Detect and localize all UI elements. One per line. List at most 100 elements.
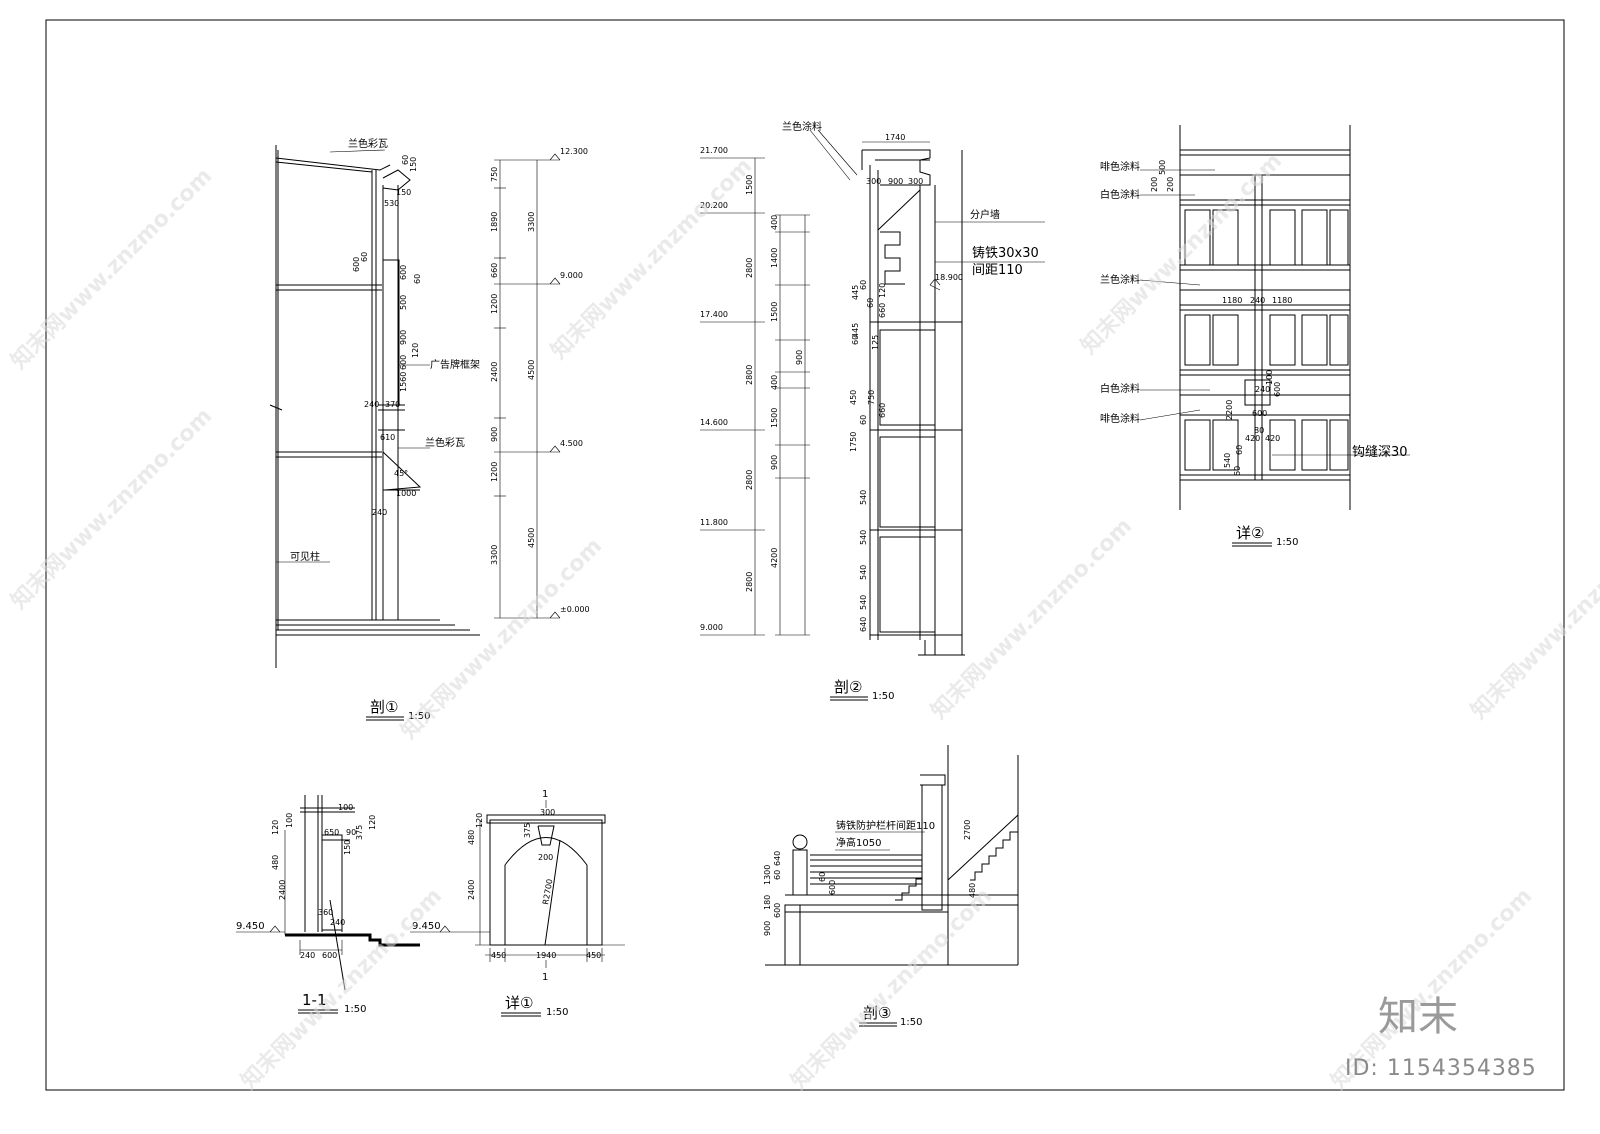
svg-text:1560: 1560 bbox=[399, 372, 408, 392]
svg-text:1200: 1200 bbox=[490, 462, 499, 482]
svg-text:600: 600 bbox=[322, 951, 337, 960]
section-1-drawing bbox=[269, 145, 480, 668]
svg-text:600: 600 bbox=[828, 880, 837, 895]
svg-text:60: 60 bbox=[360, 252, 369, 262]
section-1-scale: 1:50 bbox=[408, 711, 430, 722]
svg-text:2400: 2400 bbox=[278, 880, 287, 900]
svg-text:420: 420 bbox=[1245, 434, 1260, 443]
watermark-text: 知末网www.znzmo.com bbox=[6, 163, 217, 374]
detail-2-drawing bbox=[1139, 125, 1410, 510]
label-spacing: 间距110 bbox=[972, 263, 1023, 278]
svg-text:1: 1 bbox=[542, 789, 548, 800]
svg-text:2800: 2800 bbox=[745, 365, 754, 385]
svg-text:100: 100 bbox=[1265, 370, 1274, 385]
label-white-paint-1: 白色涂料 bbox=[1100, 188, 1140, 201]
label-roof-tile-top: 兰色彩瓦 bbox=[348, 137, 388, 150]
svg-text:150: 150 bbox=[343, 840, 352, 855]
svg-text:14.600: 14.600 bbox=[700, 418, 728, 427]
svg-text:2800: 2800 bbox=[745, 470, 754, 490]
detail-2-title: 详② 1:50 bbox=[1232, 524, 1298, 548]
watermark-text: 知末网www.znzmo.com bbox=[236, 883, 447, 1094]
svg-text:120: 120 bbox=[271, 820, 280, 835]
svg-text:80: 80 bbox=[1254, 426, 1264, 435]
section-3-dims: 2700 1300 640 60 60 600 180 600 900 480 bbox=[763, 820, 977, 936]
section-1-1-drawing bbox=[236, 795, 420, 991]
svg-text:660: 660 bbox=[878, 303, 887, 318]
svg-text:1500: 1500 bbox=[770, 302, 779, 322]
svg-text:60: 60 bbox=[866, 298, 875, 308]
svg-text:60: 60 bbox=[413, 274, 422, 284]
svg-text:660: 660 bbox=[490, 263, 499, 278]
sheet-border bbox=[45, 19, 1565, 1091]
svg-text:3300: 3300 bbox=[527, 212, 536, 232]
svg-text:3300: 3300 bbox=[490, 545, 499, 565]
svg-text:21.700: 21.700 bbox=[700, 146, 728, 155]
svg-text:9.000: 9.000 bbox=[560, 271, 583, 280]
section-3-title: 剖③ 1:50 bbox=[859, 1004, 922, 1028]
svg-text:600: 600 bbox=[399, 265, 408, 280]
svg-text:900: 900 bbox=[490, 427, 499, 442]
svg-text:1180: 1180 bbox=[1222, 296, 1242, 305]
svg-text:750: 750 bbox=[867, 390, 876, 405]
svg-text:640: 640 bbox=[859, 617, 868, 632]
svg-text:600: 600 bbox=[1273, 382, 1282, 397]
svg-text:1: 1 bbox=[542, 972, 548, 983]
svg-text:1500: 1500 bbox=[770, 408, 779, 428]
section-1-title: 剖① 1:50 bbox=[366, 698, 430, 722]
section-3-labels: 铸铁防护栏杆间距110 净高1050 bbox=[836, 819, 935, 849]
svg-text:480: 480 bbox=[271, 855, 280, 870]
svg-text:445: 445 bbox=[851, 323, 860, 338]
svg-text:60: 60 bbox=[818, 872, 827, 882]
svg-text:150: 150 bbox=[409, 157, 418, 172]
svg-text:100: 100 bbox=[338, 803, 353, 812]
svg-text:600: 600 bbox=[352, 257, 361, 272]
svg-text:60: 60 bbox=[851, 335, 860, 345]
svg-text:9.450: 9.450 bbox=[236, 921, 265, 932]
label-clear-height: 净高1050 bbox=[836, 836, 881, 849]
watermark-text: 知末网www.znzmo.com bbox=[926, 513, 1137, 724]
svg-text:480: 480 bbox=[968, 883, 977, 898]
section-2-drawing bbox=[700, 129, 1045, 656]
svg-text:400: 400 bbox=[770, 375, 779, 390]
label-white-paint-2: 白色涂料 bbox=[1100, 382, 1140, 395]
svg-text:90: 90 bbox=[346, 828, 356, 837]
section-1-1-title: 1-1 1:50 bbox=[298, 991, 366, 1015]
label-blue-paint-s2: 兰色涂料 bbox=[782, 120, 822, 133]
watermark-text: 知末网www.znzmo.com bbox=[546, 153, 757, 364]
svg-text:20.200: 20.200 bbox=[700, 201, 728, 210]
svg-text:1400: 1400 bbox=[770, 248, 779, 268]
svg-text:370: 370 bbox=[385, 400, 400, 409]
label-hook-joint: 钩缝深30 bbox=[1352, 445, 1408, 460]
detail-1-title: 详① 1:50 bbox=[501, 994, 568, 1018]
svg-text:750: 750 bbox=[490, 167, 499, 182]
svg-text:660: 660 bbox=[878, 403, 887, 418]
svg-text:450: 450 bbox=[849, 390, 858, 405]
svg-text:2200: 2200 bbox=[1225, 400, 1234, 420]
svg-text:240: 240 bbox=[364, 400, 379, 409]
svg-text:2800: 2800 bbox=[745, 258, 754, 278]
detail-2-labels: 啡色涂料 白色涂料 兰色涂料 白色涂料 啡色涂料 钩缝深30 bbox=[1100, 160, 1408, 460]
svg-text:1200: 1200 bbox=[490, 294, 499, 314]
svg-text:900: 900 bbox=[770, 455, 779, 470]
svg-text:4500: 4500 bbox=[527, 360, 536, 380]
svg-text:60: 60 bbox=[1233, 466, 1242, 476]
svg-text:450: 450 bbox=[491, 951, 506, 960]
detail-2-title-text: 详② bbox=[1236, 524, 1264, 542]
svg-text:200: 200 bbox=[1150, 177, 1159, 192]
svg-text:600: 600 bbox=[1252, 409, 1267, 418]
svg-text:240: 240 bbox=[300, 951, 315, 960]
svg-text:150: 150 bbox=[396, 188, 411, 197]
svg-text:375: 375 bbox=[355, 825, 364, 840]
watermark-text: 知末网www.znzmo.com bbox=[786, 883, 997, 1094]
svg-text:500: 500 bbox=[399, 295, 408, 310]
section-1-1-dims: 100 120 480 100 650 90 375 120 2400 360 … bbox=[236, 803, 377, 960]
section-1-title-text: 剖① bbox=[370, 698, 398, 716]
svg-text:60: 60 bbox=[1235, 445, 1244, 455]
svg-text:300: 300 bbox=[866, 177, 881, 186]
svg-text:640: 640 bbox=[773, 851, 782, 866]
svg-text:60: 60 bbox=[401, 155, 410, 165]
svg-text:180: 180 bbox=[763, 895, 772, 910]
svg-text:375: 375 bbox=[523, 823, 532, 838]
section-3-title-text: 剖③ bbox=[863, 1004, 891, 1022]
